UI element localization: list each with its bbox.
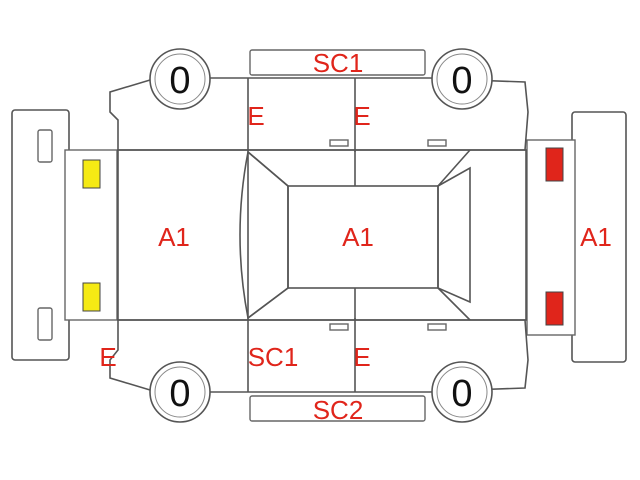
tire-front-left-value: 0	[169, 60, 190, 102]
front-headlamp-right	[82, 282, 101, 312]
bottom-front-door-handle	[329, 323, 349, 331]
code-roof-top: SC1	[313, 48, 364, 78]
tire-rear-left-value: 0	[451, 60, 472, 102]
bottom-rocker-panel	[249, 395, 426, 422]
tire-front-right-value: 0	[169, 373, 190, 415]
code-bottom-rocker: SC2	[313, 395, 364, 425]
rear-tail-lamp-left	[545, 147, 564, 182]
code-bottom-front-door: SC1	[248, 342, 299, 372]
code-bottom-front-fender: E	[99, 342, 116, 372]
top-rear-door-handle	[427, 139, 447, 147]
code-rear-panel: A1	[580, 222, 612, 252]
bottom-side-profile	[109, 318, 529, 393]
code-bottom-rear-door: E	[353, 342, 370, 372]
rear-tail-lamp-right	[545, 291, 564, 326]
tire-front-right: 0	[149, 361, 211, 423]
top-rocker-panel	[249, 49, 426, 76]
tire-front-left: 0	[149, 48, 211, 110]
top-front-door-handle	[329, 139, 349, 147]
rear-bumper	[526, 111, 627, 363]
front-bumper	[11, 109, 118, 361]
front-bumper-vent-bottom	[37, 307, 53, 341]
body-top-view	[117, 149, 527, 321]
tire-rear-right: 0	[431, 361, 493, 423]
code-hood: A1	[158, 222, 190, 252]
code-top-rear-door: E	[353, 101, 370, 131]
top-side-profile	[109, 77, 529, 152]
front-bumper-vent-top	[37, 129, 53, 163]
tire-rear-left: 0	[431, 48, 493, 110]
front-headlamp-left	[82, 159, 101, 189]
bottom-rear-door-handle	[427, 323, 447, 331]
code-top-front-door: E	[247, 101, 264, 131]
tire-rear-right-value: 0	[451, 373, 472, 415]
code-roof: A1	[342, 222, 374, 252]
rear-window	[437, 166, 471, 304]
